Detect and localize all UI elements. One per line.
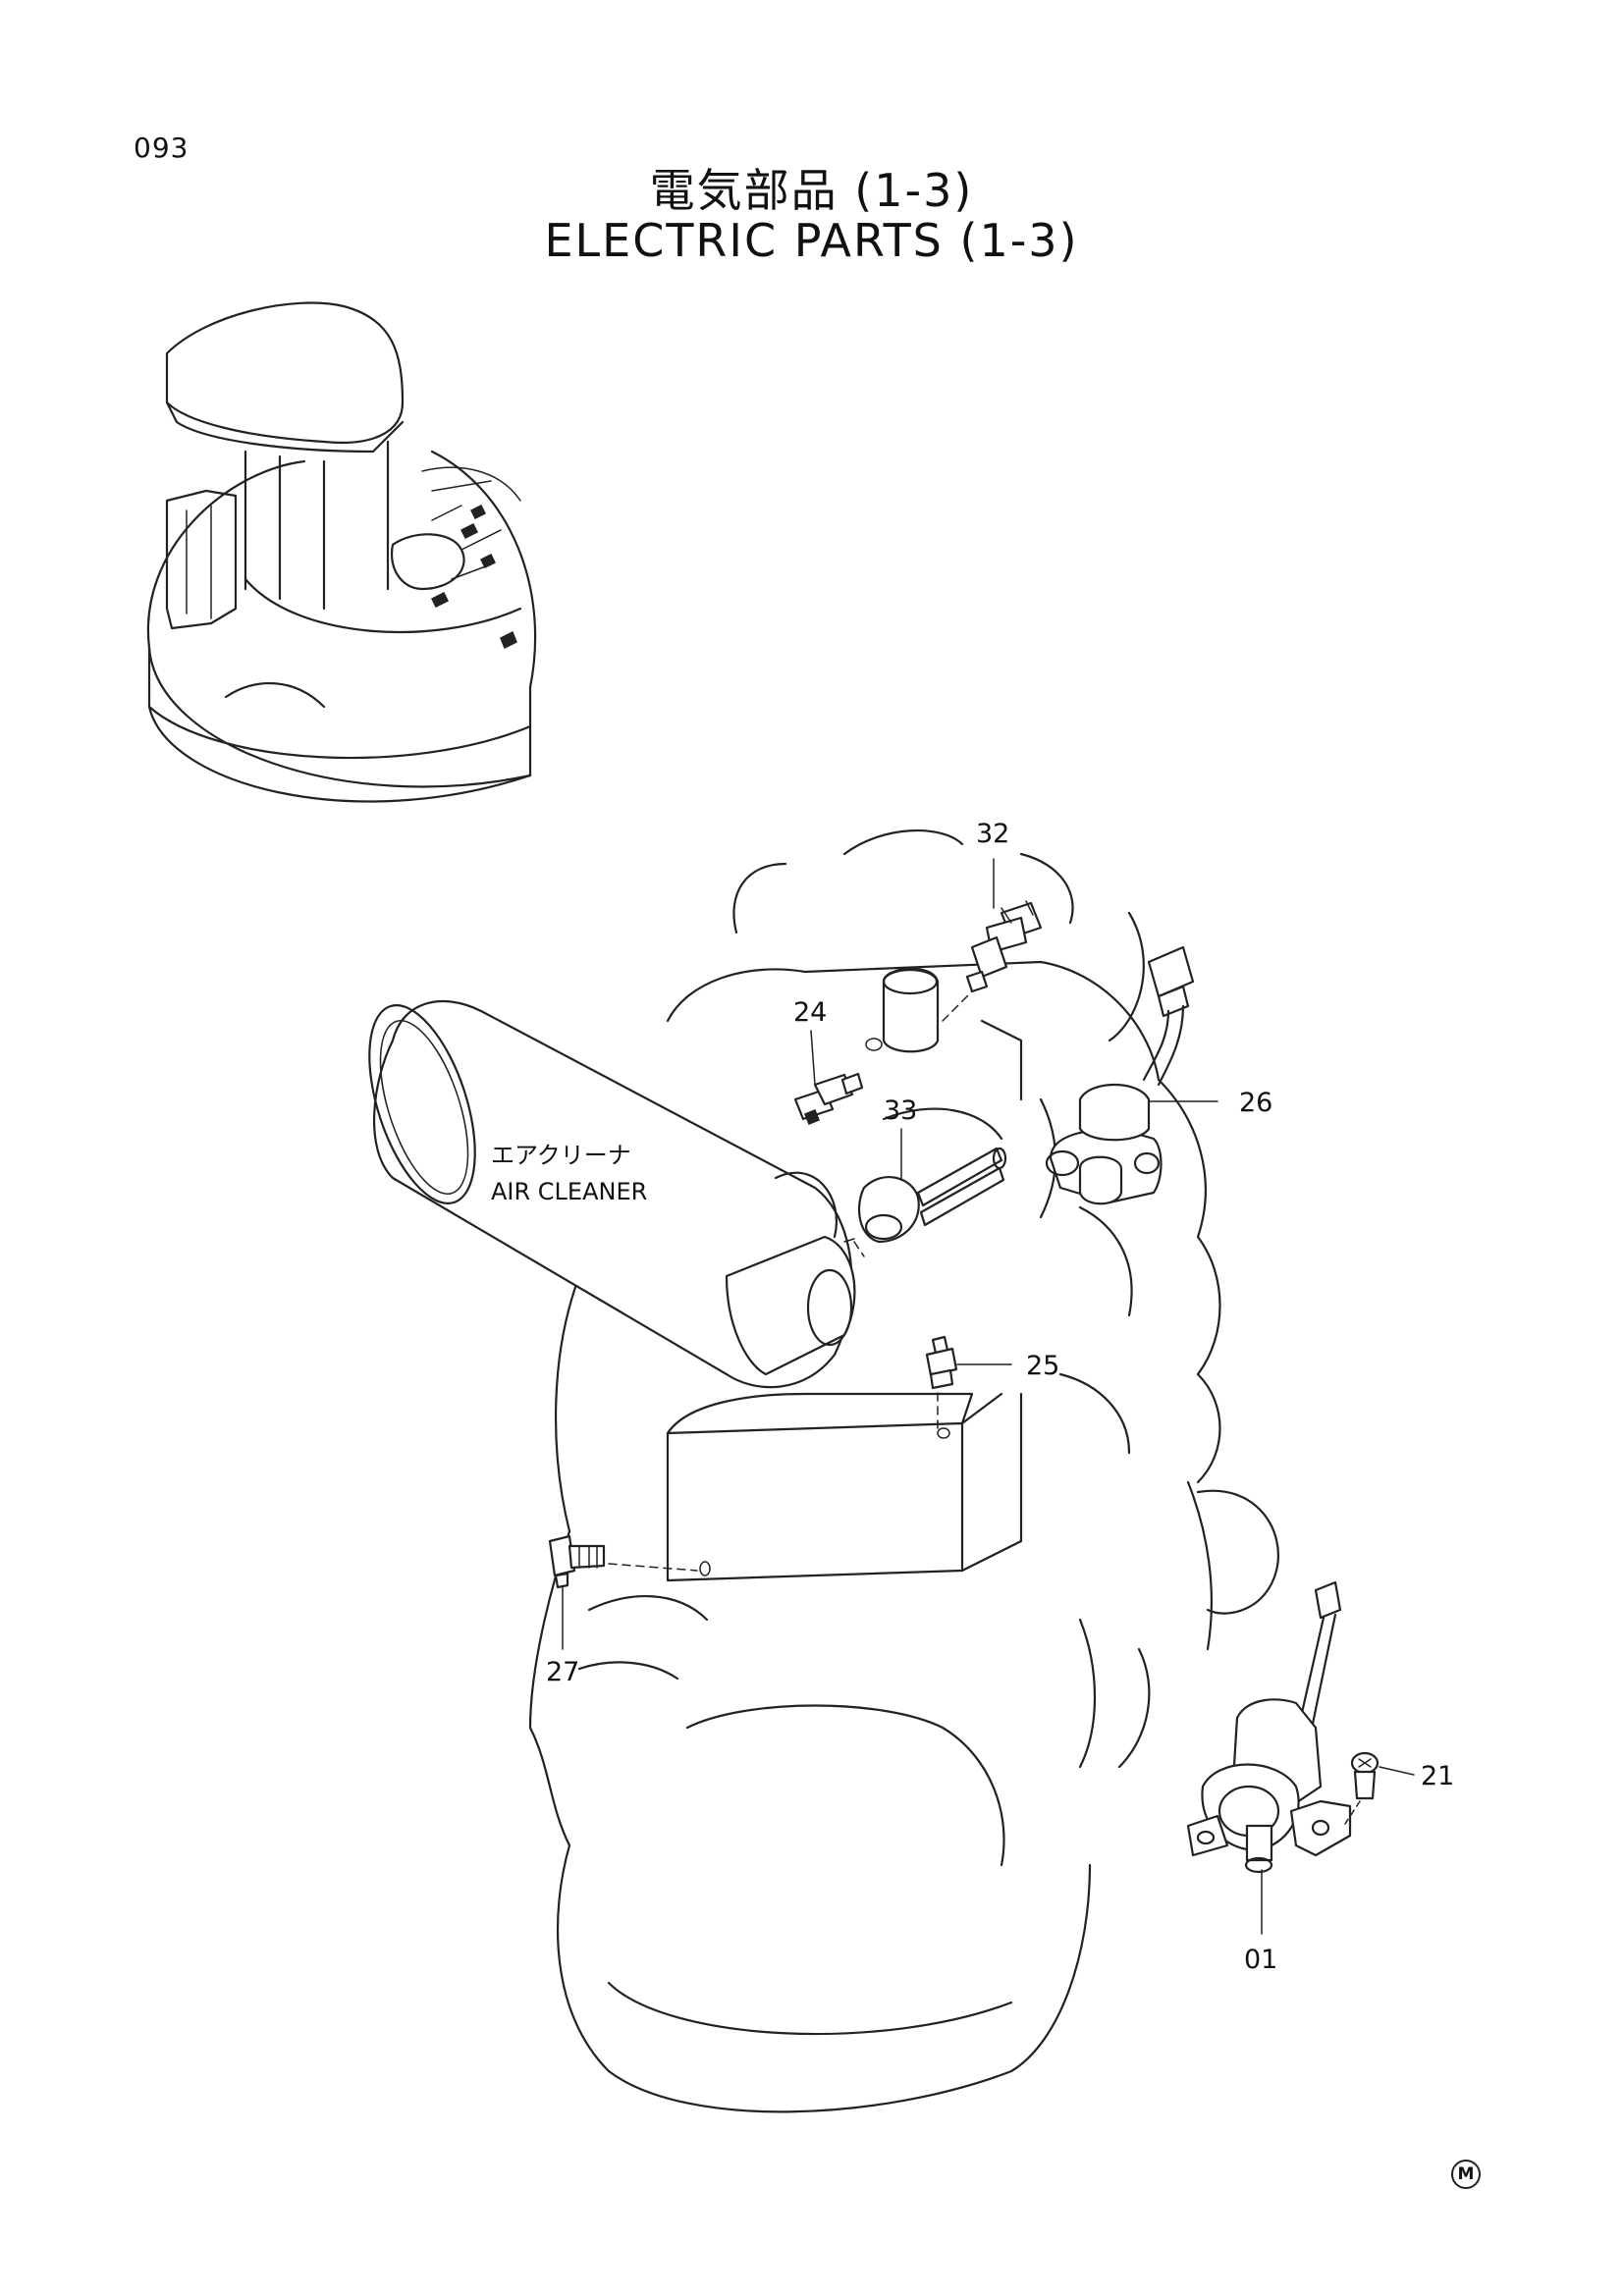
- page-title-english: ELECTRIC PARTS (1-3): [544, 214, 1079, 267]
- part-24-sensor: [793, 1072, 864, 1125]
- callout-26: 26: [1239, 1088, 1272, 1118]
- part-25-sensor: [925, 1335, 958, 1390]
- part-27-sensor: [548, 1534, 606, 1589]
- callout-25: 25: [1026, 1351, 1059, 1381]
- page-number: 093: [134, 132, 189, 164]
- part-26-solenoid: [1045, 945, 1195, 1205]
- leader-21: [1379, 1766, 1415, 1776]
- part-21-bolt: [1344, 1751, 1380, 1825]
- air-cleaner-label-english: AIR CLEANER: [491, 1178, 647, 1205]
- revision-mark: M: [1451, 2160, 1481, 2189]
- callout-33: 33: [884, 1095, 917, 1126]
- air-cleaner-illustration: [368, 999, 856, 1389]
- engine-outline: [528, 829, 1279, 2113]
- callout-21: 21: [1421, 1761, 1454, 1791]
- leader-24: [810, 1030, 816, 1086]
- part-32-sensor: [965, 900, 1043, 993]
- callout-32: 32: [976, 819, 1009, 849]
- page-title-japanese: 電気部品 (1-3): [649, 164, 974, 217]
- air-cleaner-label-japanese: エアクリーナ: [491, 1142, 631, 1169]
- machine-overview-illustration: [146, 301, 537, 803]
- part-33-heater: [843, 1147, 1007, 1244]
- callout-01: 01: [1244, 1945, 1277, 1975]
- callout-24: 24: [793, 997, 827, 1028]
- part-01-actuator: [1186, 1580, 1352, 1874]
- callout-27: 27: [546, 1657, 579, 1687]
